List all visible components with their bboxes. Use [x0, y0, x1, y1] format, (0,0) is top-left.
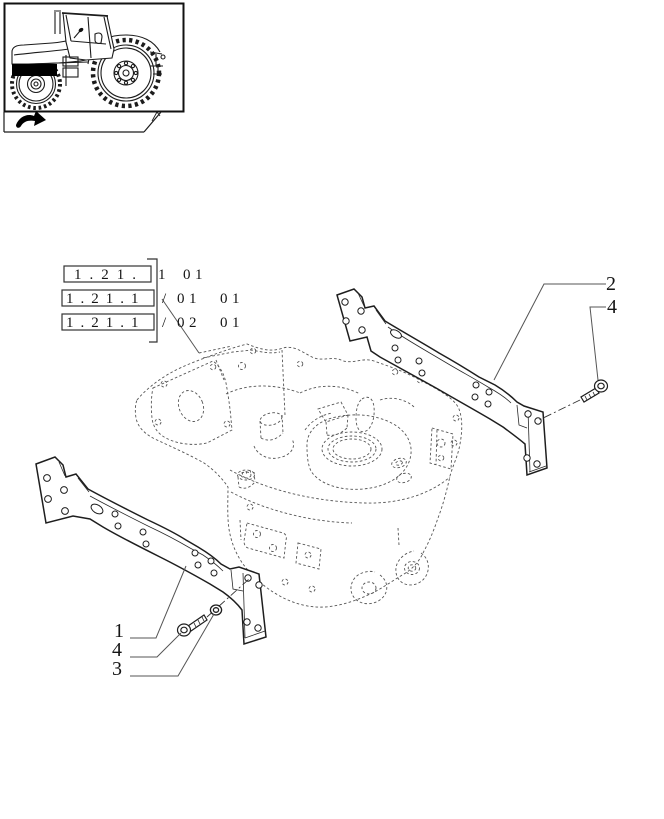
leader-to-bolt-right [589, 306, 606, 381]
leader-to-washer [130, 613, 215, 677]
callout-4-left: 4 [112, 639, 122, 661]
tractor-thumbnail [3, 2, 185, 113]
fasteners [176, 379, 609, 637]
callout-3: 3 [112, 658, 122, 680]
code-group-bracket [147, 258, 158, 343]
bent-arrow-icon [16, 111, 46, 128]
callout-2: 2 [606, 273, 616, 295]
washer [209, 604, 223, 616]
bolt-left-centerline [206, 578, 250, 618]
code-row2-sheet: 01 [220, 291, 244, 307]
leader-to-bolt-left [130, 632, 182, 658]
bracket-right-outline [336, 288, 548, 477]
code-row2-slash: / [162, 291, 171, 307]
callout-leaders [130, 283, 606, 677]
code-reference-block: 1.21. 1 01 1.21.1 / 01 01 1.21.1 / 02 01 [61, 258, 244, 354]
callout-4-right: 4 [607, 296, 617, 318]
bracket-right-holes [341, 298, 542, 468]
code-leader-line [161, 298, 200, 354]
code-row1-boxed: 1.21. [74, 267, 144, 283]
leader-to-bracket-left [130, 565, 187, 639]
page-marker-banner [3, 111, 162, 133]
transmission-housing-reference [134, 343, 463, 608]
bracket-left-holes [43, 474, 263, 632]
code-row3-slash: / [162, 315, 171, 331]
code-row1-sheet: 01 [183, 267, 207, 283]
support-bracket-right [336, 288, 548, 477]
leader-to-bracket-right [493, 283, 606, 381]
code-row3-boxed: 1.21.1 [66, 315, 146, 331]
code-row2-variant: 01 [177, 291, 201, 307]
front-structure-highlight-bar [12, 64, 57, 76]
code-row3-sheet: 01 [220, 315, 244, 331]
code-box-row2 [61, 289, 155, 307]
callout-numbers: 2 4 1 4 3 [112, 273, 617, 680]
code-row1-part: 1 [158, 267, 170, 283]
code-box-row1 [63, 265, 152, 283]
bolt-right [580, 379, 609, 403]
code-box-row3 [61, 313, 155, 331]
callout-1: 1 [114, 620, 124, 642]
support-bracket-left [35, 456, 267, 646]
bolt-right-centerline [536, 399, 581, 422]
bracket-right-creases [357, 292, 547, 473]
bracket-left-outline [35, 456, 267, 646]
code-row3-variant: 02 [177, 315, 201, 331]
code-row2-boxed: 1.21.1 [66, 291, 146, 307]
